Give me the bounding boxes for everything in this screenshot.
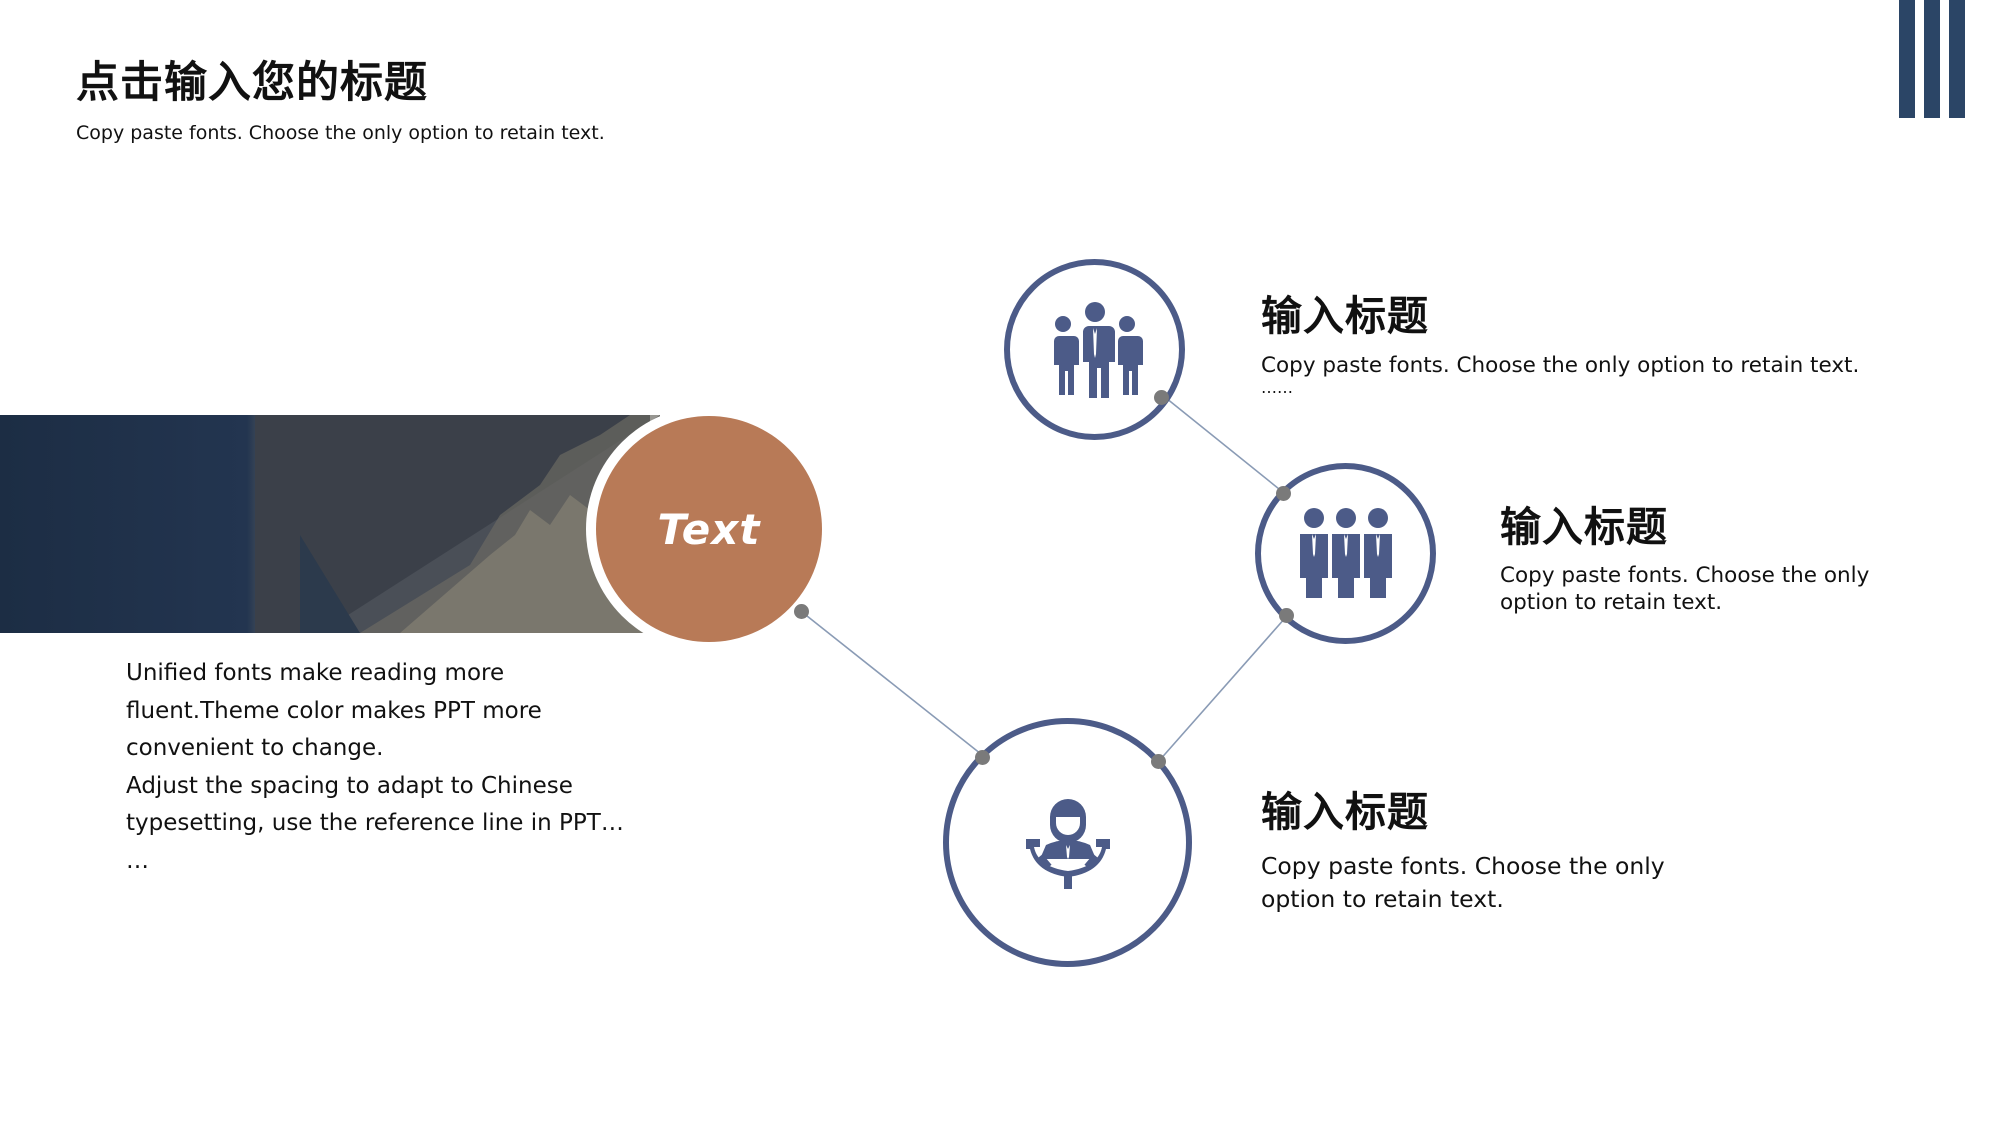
connector-dot xyxy=(1151,754,1166,769)
body-line: convenient to change. xyxy=(126,735,384,761)
body-line: Unified fonts make reading more xyxy=(126,660,505,686)
page-title[interactable]: 点击输入您的标题 xyxy=(76,58,428,108)
body-paragraph[interactable]: Unified fonts make reading more fluent.T… xyxy=(126,655,686,880)
team-icon xyxy=(1051,301,1143,398)
connector-dot xyxy=(794,604,809,619)
center-circle: Text xyxy=(586,406,832,652)
banner-photo-landscape xyxy=(300,415,660,633)
center-circle-fill: Text xyxy=(596,416,822,642)
deco-bar-3 xyxy=(1949,0,1965,118)
item-1-title[interactable]: 输入标题 xyxy=(1261,292,1429,340)
group-icon xyxy=(1299,507,1392,598)
deco-bar-1 xyxy=(1899,0,1915,118)
item-2-title[interactable]: 输入标题 xyxy=(1500,503,1668,551)
item-1-desc[interactable]: Copy paste fonts. Choose the only option… xyxy=(1261,352,1901,397)
body-line: Adjust the spacing to adapt to Chinese xyxy=(126,772,573,799)
item-2-desc[interactable]: Copy paste fonts. Choose the only option… xyxy=(1500,562,1920,616)
item-1-ring xyxy=(1004,259,1185,440)
connector-dot xyxy=(975,750,990,765)
connector-dot xyxy=(1276,486,1291,501)
item-3-desc-line: option to retain text. xyxy=(1261,885,1504,913)
body-line: fluent.Theme color makes PPT more xyxy=(126,697,542,724)
manager-icon xyxy=(1025,798,1110,889)
center-label[interactable]: Text xyxy=(657,504,761,554)
page-subtitle[interactable]: Copy paste fonts. Choose the only option… xyxy=(76,122,605,144)
connector-dot xyxy=(1279,608,1294,623)
item-1-desc-line: …… xyxy=(1261,378,1293,397)
item-3-title[interactable]: 输入标题 xyxy=(1261,788,1429,836)
item-2-desc-line: Copy paste fonts. Choose the only xyxy=(1500,563,1870,588)
item-3-desc-line: Copy paste fonts. Choose the only xyxy=(1261,852,1665,880)
body-line: typesetting, use the reference line in P… xyxy=(126,810,624,836)
connector-dot xyxy=(1154,390,1169,405)
item-2-desc-line: option to retain text. xyxy=(1500,590,1723,615)
item-3-desc[interactable]: Copy paste fonts. Choose the only option… xyxy=(1261,850,1741,916)
item-1-desc-line: Copy paste fonts. Choose the only option… xyxy=(1261,353,1860,378)
deco-bar-2 xyxy=(1924,0,1940,118)
body-line: … xyxy=(126,847,149,874)
